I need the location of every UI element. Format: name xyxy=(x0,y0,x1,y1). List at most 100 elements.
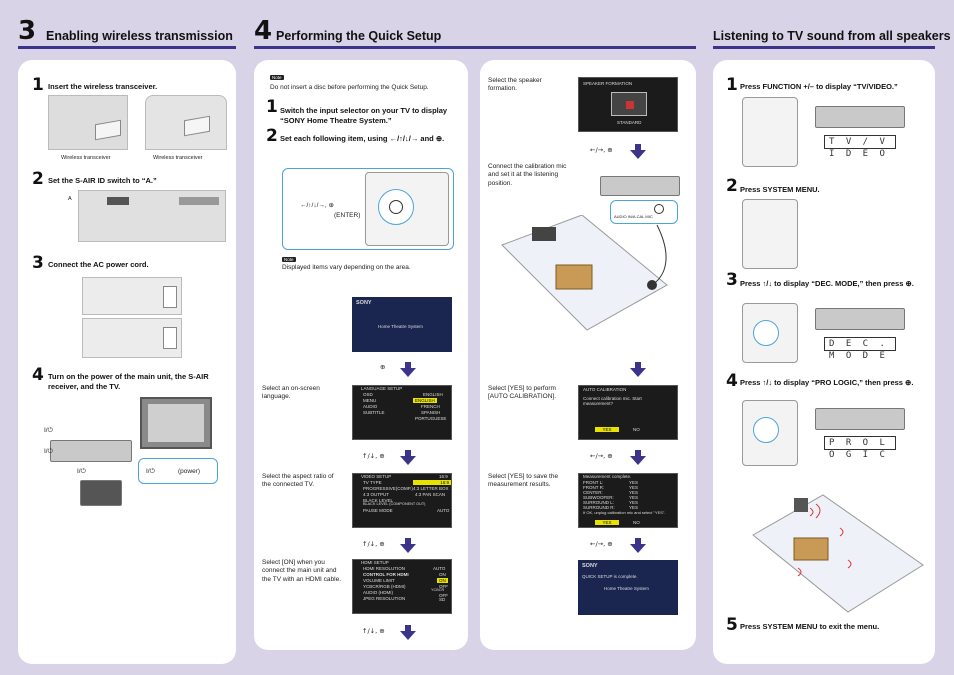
speaker-caption: Select the speaker formation. xyxy=(488,77,542,93)
s5-step2-text: Press SYSTEM MENU. xyxy=(740,185,820,194)
section-4-right-panel xyxy=(480,60,696,650)
transceiver-image xyxy=(184,115,210,137)
arrow-down-icon xyxy=(400,625,416,640)
room-diagram xyxy=(501,215,668,331)
note-area: Displayed items vary depending on the ar… xyxy=(282,264,411,271)
dpad-icon xyxy=(753,320,779,346)
enter-icon xyxy=(389,200,403,214)
enter-button-icon: ⊕ xyxy=(380,363,386,371)
setup-complete-screen: SONY QUICK SETUP is complete. Home Theat… xyxy=(578,560,678,615)
welcome-screen: SONY Home Theatre System xyxy=(352,297,452,352)
display-pro-logic: P R O L O G I C xyxy=(824,436,896,460)
hdmi-setup-screen: HDMI SETUP HDMI RESOLUTION CONTROL FOR H… xyxy=(352,559,452,614)
display-tv-video: T V / V I D E O xyxy=(824,135,896,159)
section-5-rule xyxy=(713,46,935,49)
rl-enter-label: ←/→, ⊕ xyxy=(590,540,613,548)
s5-step1-text: Press FUNCTION +/– to display “TV/VIDEO.… xyxy=(740,82,898,91)
sair-receiver-image xyxy=(78,190,226,242)
s3-power-label-c: I/⏻ xyxy=(77,468,86,475)
s5-step4-number: 4 xyxy=(726,371,738,391)
s5-step5-text: Press SYSTEM MENU to exit the menu. xyxy=(740,622,880,631)
receiver-back-image xyxy=(48,95,128,150)
s3-step1-text: Insert the wireless transceiver. xyxy=(48,82,158,91)
remote-control-image xyxy=(742,199,798,269)
remote-control-image xyxy=(365,172,449,246)
s5-step5-number: 5 xyxy=(726,615,738,635)
updown-enter-label: ↑/↓, ⊕ xyxy=(362,540,385,548)
language-caption: Select an on-screen language. xyxy=(262,385,320,401)
arrow-down-icon xyxy=(630,362,646,377)
remote-control-image xyxy=(742,97,798,167)
s4-step2-text: Set each following item, using ←/↑/↓/→ a… xyxy=(280,134,445,143)
mic-caption: Connect the calibration mic and set it a… xyxy=(488,163,567,187)
s5-step2-number: 2 xyxy=(726,176,738,196)
updown-enter-label: ↑/↓, ⊕ xyxy=(362,452,385,460)
tv-image xyxy=(140,397,212,449)
remote-callout xyxy=(282,168,454,250)
main-unit-image xyxy=(50,440,132,462)
sony-logo: SONY xyxy=(582,563,598,569)
s5-step4-text: Press ↑/↓ to display “PRO LOGIC,” then p… xyxy=(740,378,914,387)
section-3-rule xyxy=(18,46,236,49)
hdmi-caption: Select [ON] when you connect the main un… xyxy=(262,559,341,583)
wall-outlet-icon xyxy=(163,327,177,349)
arrow-down-icon xyxy=(630,450,646,465)
selected-option: ON xyxy=(437,578,448,583)
sair-id-switch-image xyxy=(107,197,129,205)
rl-enter-label: ←/→, ⊕ xyxy=(590,146,613,154)
language-setup-screen: LANGUAGE SETUP OSD MENU AUDIO SUBTITLE E… xyxy=(352,385,452,440)
s3-step2-number: 2 xyxy=(32,169,44,189)
surround-room-diagram xyxy=(752,494,924,613)
s5-step3-text: Press ↑/↓ to display “DEC. MODE,” then p… xyxy=(740,279,914,288)
power-cord-image-a xyxy=(82,277,182,315)
s3-step3-number: 3 xyxy=(32,253,44,273)
main-unit-image xyxy=(600,176,680,196)
main-unit-image xyxy=(815,308,905,330)
s3-step2-switch-label: A xyxy=(68,196,72,202)
s5-step1-number: 1 xyxy=(726,75,738,95)
enter-label: (ENTER) xyxy=(334,212,361,219)
selected-option: ENGLISH xyxy=(413,398,437,403)
video-setup-screen: VIDEO SETUP TV TYPE PROGRESSIVE(COMP.) 4… xyxy=(352,473,452,528)
selected-option: 16:9 xyxy=(413,480,451,485)
auto-calibration-screen: AUTO CALIBRATION Connect calibration mic… xyxy=(578,385,678,440)
main-unit-image xyxy=(815,106,905,128)
section-4-rule xyxy=(254,46,696,49)
updown-enter-label: ↑/↓, ⊕ xyxy=(362,627,385,635)
s5-step3-number: 3 xyxy=(726,270,738,290)
power-cord-image-b xyxy=(82,318,182,358)
section-5-title: Listening to TV sound from all speakers xyxy=(713,29,951,43)
arrow-down-icon xyxy=(630,538,646,553)
rl-enter-label: ←/→, ⊕ xyxy=(590,452,613,460)
sony-logo: SONY xyxy=(356,300,372,306)
no-option: NO xyxy=(633,427,640,432)
s3-step4-text: Turn on the power of the main unit, the … xyxy=(48,372,209,391)
mic-jack-callout xyxy=(610,200,678,224)
s3-step2-text: Set the S-AIR ID switch to “A.” xyxy=(48,176,157,185)
display-dec-mode: D E C . M O D E xyxy=(824,337,896,361)
main-unit-image xyxy=(815,408,905,430)
section-4-number: 4 xyxy=(254,16,273,46)
s3-tv-power-symbol: I/⏻ xyxy=(146,468,155,475)
section-3-panel xyxy=(18,60,236,664)
note-badge: Note xyxy=(270,75,284,80)
speaker-diagram-icon xyxy=(611,92,647,116)
arrow-down-icon xyxy=(630,144,646,159)
mic-jack-label: AUDIO IN/A.CAL MIC xyxy=(614,214,653,219)
s3-step4-number: 4 xyxy=(32,365,44,385)
remote-control-image xyxy=(742,303,798,363)
speaker-formation-screen: SPEAKER FORMATION STANDARD xyxy=(578,77,678,132)
s4-step2-number: 2 xyxy=(266,126,278,146)
s3-power-label-a: I/⏻ xyxy=(44,427,53,434)
transceiver-image xyxy=(95,119,121,141)
s3-step1-label-a: Wireless transceiver xyxy=(61,155,111,161)
s3-step1-label-b: Wireless transceiver xyxy=(153,155,203,161)
note-no-disc: Do not insert a disc before performing t… xyxy=(270,84,429,91)
no-option: NO xyxy=(633,520,640,525)
welcome-text: Home Theatre System xyxy=(378,324,423,329)
sair-receiver-front-image xyxy=(80,480,122,506)
mic-jack-icon xyxy=(654,204,664,214)
video-caption: Select the aspect ratio of the connected… xyxy=(262,473,334,489)
arrow-down-icon xyxy=(400,362,416,377)
remote-control-image xyxy=(742,400,798,466)
